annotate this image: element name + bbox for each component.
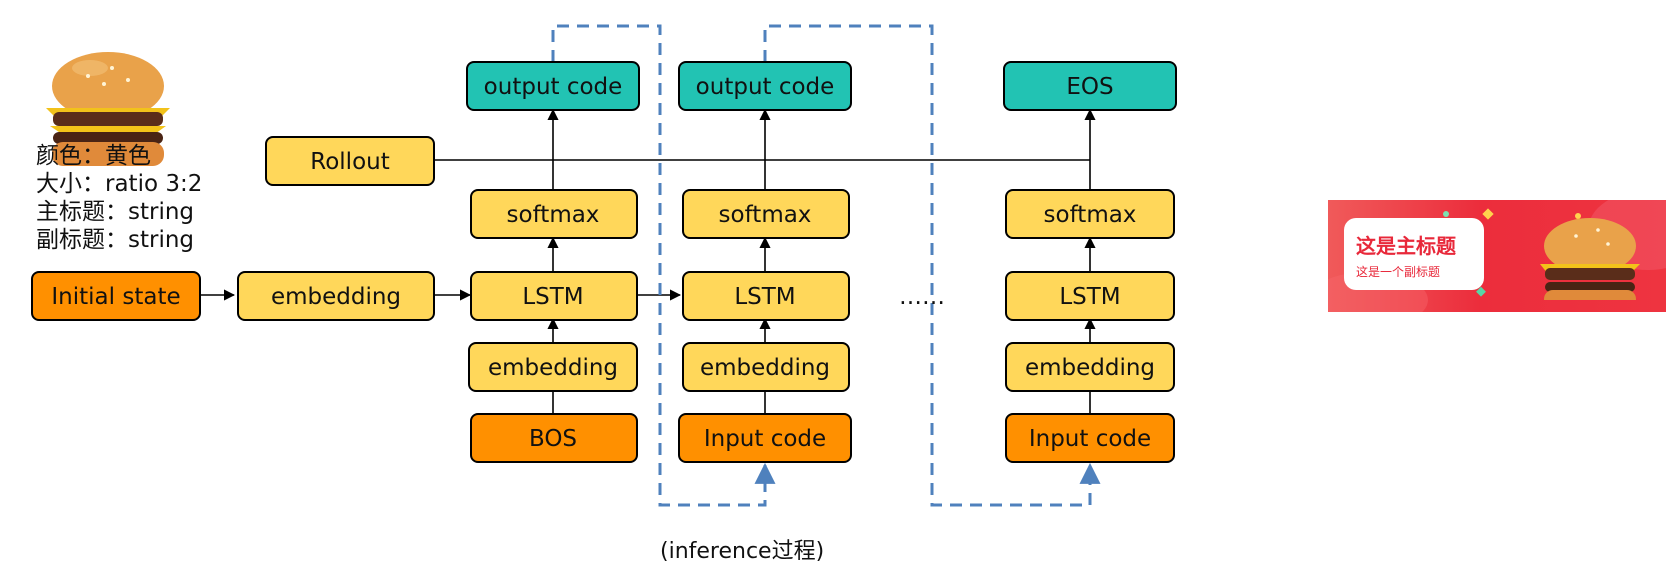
attr-sub-title: 副标题：string — [36, 227, 195, 253]
input-code-box-3: Input code — [1005, 413, 1175, 463]
eos-box: EOS — [1003, 61, 1177, 111]
output-code-box-2: output code — [678, 61, 852, 111]
svg-text:embedding: embedding — [1025, 355, 1155, 381]
burger-icon — [46, 52, 170, 166]
attr-color: 颜色：黄色 — [36, 143, 151, 169]
banner-card: 这是主标题 这是一个副标题 — [1344, 218, 1484, 290]
svg-text:LSTM: LSTM — [1059, 284, 1120, 310]
rollout-box: Rollout — [265, 136, 435, 186]
inference-caption: (inference过程) — [660, 539, 825, 564]
svg-text:embedding: embedding — [488, 355, 618, 381]
banner-burger-icon — [1540, 218, 1640, 300]
svg-text:softmax: softmax — [719, 202, 812, 228]
input-code-box-2: Input code — [678, 413, 852, 463]
embedding-box-2: embedding — [682, 342, 850, 392]
attribute-list: 颜色：黄色 大小：ratio 3:2 主标题：string 副标题：string — [36, 142, 202, 254]
svg-text:output code: output code — [484, 74, 623, 100]
embedding-box-3: embedding — [1005, 342, 1175, 392]
feedback-path-2 — [763, 24, 1101, 507]
softmax-box-3: softmax — [1005, 189, 1175, 239]
attr-size: 大小：ratio 3:2 — [36, 171, 203, 197]
svg-text:LSTM: LSTM — [734, 284, 795, 310]
lstm-box-3: LSTM — [1005, 271, 1175, 321]
softmax-box-2: softmax — [682, 189, 850, 239]
output-code-box-1: output code — [466, 61, 640, 111]
banner-title: 这是主标题 — [1356, 234, 1456, 258]
svg-text:softmax: softmax — [507, 202, 600, 228]
svg-text:BOS: BOS — [529, 426, 577, 452]
svg-text:Initial state: Initial state — [51, 284, 180, 310]
banner-preview: 这是主标题 这是一个副标题 — [1328, 200, 1666, 312]
feedback-path-1 — [551, 24, 776, 507]
svg-text:Input code: Input code — [704, 426, 826, 452]
svg-text:embedding: embedding — [700, 355, 830, 381]
svg-text:EOS: EOS — [1066, 74, 1113, 100]
ellipsis: …… — [899, 284, 945, 310]
embedding-box-1: embedding — [468, 342, 638, 392]
lstm-box-1: LSTM — [470, 271, 638, 321]
svg-text:Rollout: Rollout — [310, 149, 389, 175]
lstm-box-2: LSTM — [682, 271, 850, 321]
embedding-box-left: embedding — [237, 271, 435, 321]
svg-text:embedding: embedding — [271, 284, 401, 310]
bos-box: BOS — [470, 413, 638, 463]
svg-text:output code: output code — [696, 74, 835, 100]
svg-text:LSTM: LSTM — [522, 284, 583, 310]
svg-text:Input code: Input code — [1029, 426, 1151, 452]
softmax-box-1: softmax — [470, 189, 638, 239]
initial-state-box: Initial state — [31, 271, 201, 321]
attr-main-title: 主标题：string — [36, 199, 195, 225]
banner-subtitle: 这是一个副标题 — [1356, 265, 1441, 279]
svg-text:softmax: softmax — [1044, 202, 1137, 228]
